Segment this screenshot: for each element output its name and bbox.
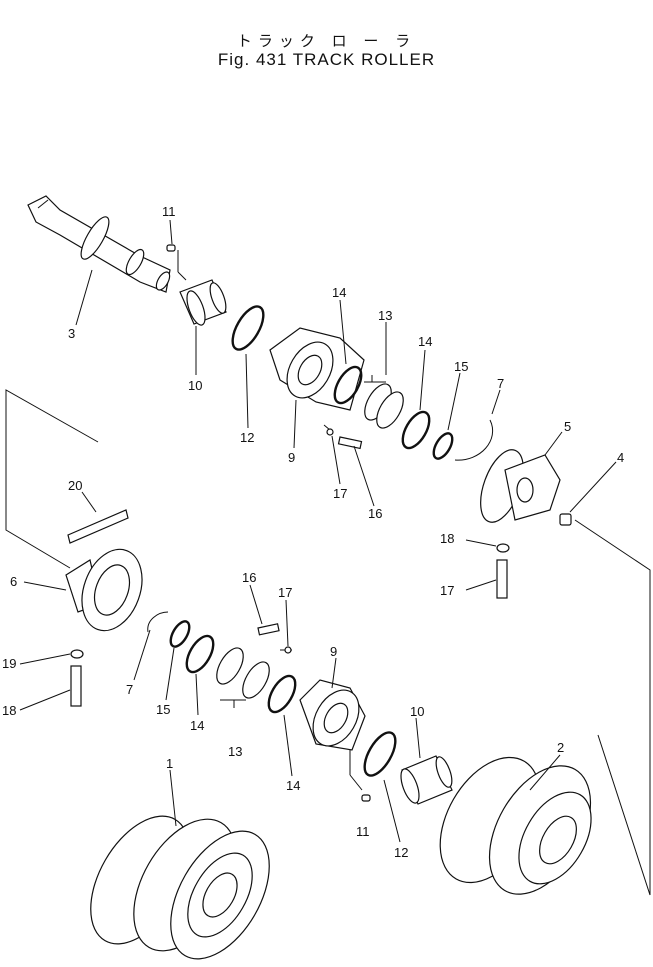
- o-ring-small-part-3: [185, 634, 215, 674]
- ring-part-15-lower: [169, 620, 191, 648]
- o-ring-part-lower: [363, 731, 397, 777]
- callout-label: 14: [418, 334, 432, 349]
- ring-part-15-upper: [432, 432, 454, 460]
- bolt-part-left: [70, 665, 82, 707]
- floating-seal-part-upper: [364, 383, 404, 429]
- o-ring-small-part-2: [401, 410, 431, 450]
- callout-label: 17: [333, 486, 347, 501]
- bolt-part-lower: [257, 623, 280, 636]
- washer-part-lower: [284, 646, 292, 654]
- callout-label: 18: [2, 703, 16, 718]
- callout-labels: 3 11 10 12 9 14 13 14 15 7 17 16 5 4 18 …: [2, 204, 624, 860]
- callout-label: 9: [330, 644, 337, 659]
- callout-label: 16: [242, 570, 256, 585]
- o-ring-small-part-1: [333, 365, 363, 405]
- callout-label: 3: [68, 326, 75, 341]
- callout-label: 9: [288, 450, 295, 465]
- shaft-part: [27, 195, 171, 293]
- callout-label: 4: [617, 450, 624, 465]
- callout-label: 14: [286, 778, 300, 793]
- assembly-guide-lines: [5, 250, 651, 896]
- support-part-right: [480, 449, 561, 523]
- o-ring-small-part-4: [267, 674, 297, 714]
- collar-part-upper: [269, 327, 365, 411]
- collar-part-lower: [299, 679, 366, 751]
- callout-label: 17: [440, 583, 454, 598]
- callout-label: 15: [454, 359, 468, 374]
- track-roller-double-flange: [90, 815, 270, 960]
- snap-ring-part-lower: [147, 611, 169, 633]
- callout-label: 13: [228, 744, 242, 759]
- plate-part: [67, 509, 129, 544]
- washer-part-upper: [326, 428, 334, 436]
- snap-ring-part-upper: [454, 419, 493, 461]
- callout-label: 17: [278, 585, 292, 600]
- washer-part-right: [496, 543, 510, 553]
- washer-part-left: [70, 649, 84, 659]
- bolt-part-upper: [337, 436, 363, 450]
- callout-label: 7: [497, 376, 504, 391]
- callout-label: 10: [188, 378, 202, 393]
- callout-label: 5: [564, 419, 571, 434]
- callout-label: 7: [126, 682, 133, 697]
- figure-title: Fig. 431 TRACK ROLLER: [217, 50, 436, 69]
- callout-label: 6: [10, 574, 17, 589]
- callout-label: 18: [440, 531, 454, 546]
- pin-part-lower: [361, 794, 371, 802]
- figure-title-japanese: トラック ロ ー ラ: [236, 32, 417, 50]
- bushing-part-upper: [179, 279, 227, 326]
- callout-label: 14: [190, 718, 204, 733]
- o-ring-part-upper: [231, 305, 265, 351]
- callout-label: 1: [166, 756, 173, 771]
- callout-label: 10: [410, 704, 424, 719]
- callout-label: 11: [162, 204, 176, 219]
- callout-label: 12: [240, 430, 254, 445]
- bushing-part-lower: [400, 755, 453, 805]
- callout-label: 20: [68, 478, 82, 493]
- callout-label: 16: [368, 506, 382, 521]
- track-roller-single-flange: [439, 756, 592, 895]
- callout-leaders: [19, 219, 617, 843]
- callout-label: 2: [557, 740, 564, 755]
- callout-label: 13: [378, 308, 392, 323]
- callout-label: 14: [332, 285, 346, 300]
- callout-label: 19: [2, 656, 16, 671]
- plug-part: [559, 513, 572, 526]
- callout-label: 12: [394, 845, 408, 860]
- floating-seal-part-lower: [216, 647, 270, 699]
- callout-label: 11: [356, 824, 370, 839]
- bolt-part-right: [496, 559, 508, 599]
- support-part-left: [65, 548, 143, 632]
- callout-label: 15: [156, 702, 170, 717]
- pin-part-upper: [166, 244, 176, 252]
